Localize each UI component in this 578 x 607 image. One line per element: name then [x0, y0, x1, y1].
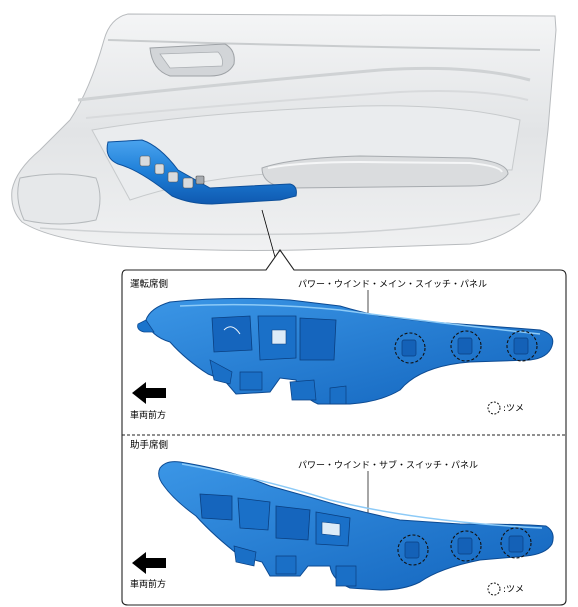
- passenger-direction-label: 車両前方: [130, 578, 166, 590]
- passenger-part-name: パワー・ウインド・サブ・スイッチ・パネル: [298, 459, 478, 471]
- sub-switch-panel-illustration: [158, 461, 554, 591]
- driver-part-name: パワー・ウインド・メイン・スイッチ・パネル: [298, 279, 487, 290]
- driver-clip-3-icon: [506, 330, 538, 362]
- passenger-section-heading: 助手席側: [130, 439, 168, 451]
- passenger-legend-clip-icon: [487, 582, 501, 596]
- passenger-front-arrow-icon: [132, 552, 166, 574]
- passenger-section: 助手席側 パワー・ウインド・サブ・スイッチ・パネル 車両前方 :ツメ: [130, 439, 554, 596]
- passenger-clip-3-icon: [500, 527, 532, 559]
- driver-clip-1-icon: [394, 332, 426, 364]
- passenger-legend-text: :ツメ: [503, 585, 524, 595]
- door-trim-illustration: [11, 13, 557, 269]
- driver-legend-text: :ツメ: [503, 404, 524, 414]
- main-switch-panel-illustration: [137, 297, 554, 405]
- driver-legend-clip-icon: [487, 401, 501, 415]
- driver-section: 運転席側 パワー・ウインド・メイン・スイッチ・パネル: [130, 278, 554, 421]
- driver-front-arrow-icon: [132, 382, 166, 404]
- driver-clip-2-icon: [450, 330, 482, 362]
- passenger-clip-1-icon: [397, 534, 429, 566]
- driver-section-heading: 運転席側: [130, 278, 168, 290]
- passenger-clip-2-icon: [450, 530, 482, 562]
- driver-direction-label: 車両前方: [130, 409, 166, 421]
